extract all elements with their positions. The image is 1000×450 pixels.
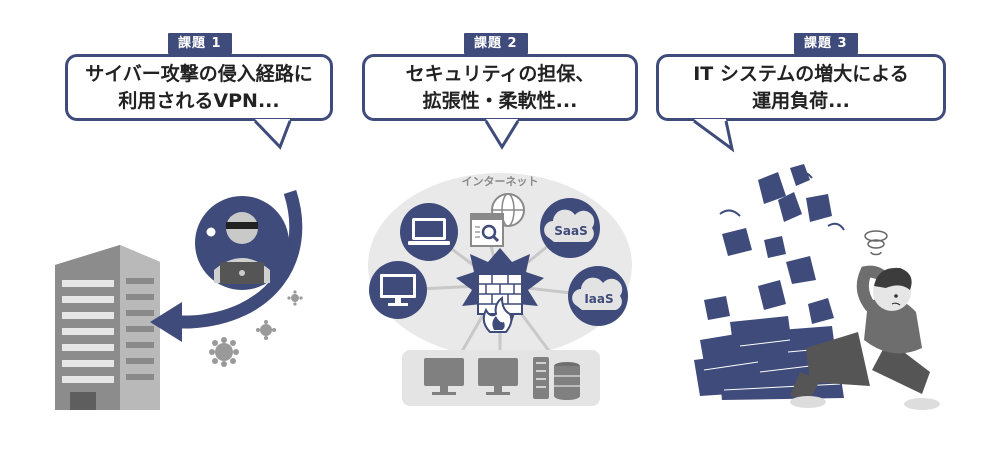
monitor-icon-internal-1: [424, 358, 464, 395]
issue-bubble-3: IT システムの増大による 運用負荷...: [656, 54, 946, 121]
bubble-tail-3: [693, 119, 735, 153]
issue-panel-3: 課題 3 IT システムの増大による 運用負荷...: [656, 0, 1000, 450]
saas-label: SaaS: [554, 224, 587, 238]
laptop-icon: [400, 203, 458, 261]
worried-person-icon: [790, 230, 940, 410]
overload-illustration: [694, 164, 940, 410]
issue-1-line1: サイバー攻撃の侵入経路に: [85, 62, 313, 85]
network-illustration: インターネット: [368, 173, 632, 406]
issue-tag-2: 課題 2: [464, 33, 528, 54]
cloud-icon-saas: SaaS: [540, 198, 600, 258]
virus-icon: [205, 226, 217, 238]
monitor-icon: [369, 261, 427, 319]
attack-arrow-icon: [150, 190, 303, 342]
issue-bubble-1: サイバー攻撃の侵入経路に 利用されるVPN...: [65, 54, 333, 121]
issue-tag-3: 課題 3: [794, 33, 858, 54]
internet-label: インターネット: [462, 175, 539, 188]
browser-icon: [470, 193, 525, 247]
issue-panel-1: 課題 1 サイバー攻撃の侵入経路に 利用されるVPN...: [0, 0, 340, 450]
vpn-attack-illustration: [55, 190, 303, 410]
firewall-icon: [456, 248, 544, 333]
iaas-label: IaaS: [584, 292, 613, 306]
issue-2-line2: 拡張性・柔軟性...: [422, 89, 578, 112]
server-icon: [533, 357, 580, 400]
issue-1-line2: 利用されるVPN...: [118, 89, 280, 112]
issue-2-line1: セキュリティの担保、: [405, 62, 595, 85]
bubble-tail-1: [253, 119, 292, 150]
bubble-tail-2: [484, 119, 520, 150]
hacker-icon: [195, 196, 289, 290]
virus-icon-gray: [209, 290, 303, 367]
papers-icon: [704, 164, 845, 324]
issue-3-line1: IT システムの増大による: [693, 62, 909, 85]
issue-3-line2: 運用負荷...: [752, 89, 850, 112]
issue-panel-2: 課題 2 セキュリティの担保、 拡張性・柔軟性... インターネット: [340, 0, 660, 450]
building-icon: [55, 245, 160, 410]
issue-bubble-2: セキュリティの担保、 拡張性・柔軟性...: [362, 54, 638, 121]
issue-tag-1: 課題 1: [168, 33, 232, 54]
monitor-icon-internal-2: [478, 358, 518, 395]
cloud-icon-iaas: IaaS: [568, 266, 628, 326]
